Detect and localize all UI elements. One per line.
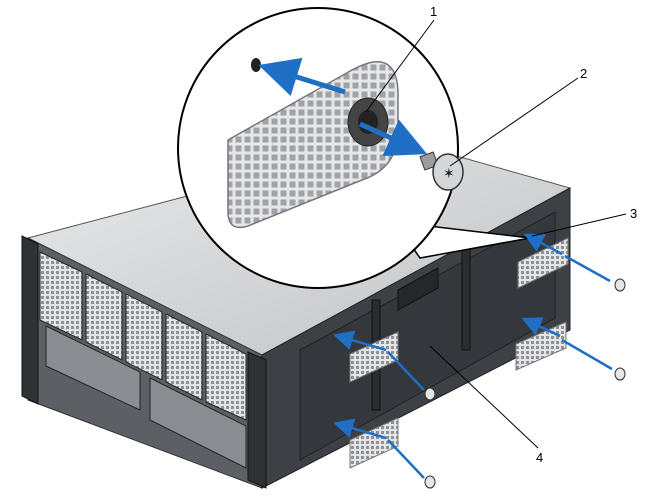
arrow-icon bbox=[358, 119, 428, 156]
arrow-icon bbox=[564, 254, 611, 283]
arrow-icon bbox=[561, 338, 613, 371]
callout-leaders bbox=[365, 19, 627, 449]
screw-icon: ✶ bbox=[419, 151, 464, 191]
chassis-handle bbox=[461, 247, 471, 351]
leader-line-4 bbox=[429, 345, 539, 449]
drive-bays bbox=[39, 251, 247, 469]
filter-assembly-lower bbox=[333, 417, 436, 489]
front-ear bbox=[21, 235, 39, 405]
detail-magnifier: ✶ bbox=[177, 7, 531, 289]
arrow-icon bbox=[387, 351, 425, 391]
svg-text:✶: ✶ bbox=[443, 166, 455, 182]
arrow-icon bbox=[387, 439, 425, 479]
arrow-icon bbox=[258, 57, 346, 97]
callout-1: 1 bbox=[430, 4, 437, 19]
callout-3: 3 bbox=[630, 206, 637, 221]
arrow-icon bbox=[333, 418, 387, 440]
callout-2: 2 bbox=[580, 66, 587, 81]
filter-assembly-upper-right bbox=[517, 233, 626, 292]
leader-line-2 bbox=[449, 77, 579, 167]
filter-assembly-middle bbox=[333, 330, 436, 401]
screw-icon bbox=[614, 278, 626, 292]
arrow-icon bbox=[521, 317, 561, 338]
front-ear bbox=[247, 351, 267, 489]
filter-icon bbox=[349, 331, 399, 383]
filter-assembly-right bbox=[515, 317, 626, 381]
screw-icon bbox=[614, 367, 626, 381]
leader-line-1 bbox=[365, 19, 435, 113]
label-plate bbox=[397, 267, 439, 311]
filter-icon bbox=[349, 417, 399, 469]
screw-icon bbox=[424, 475, 436, 489]
screw-head-icon bbox=[251, 58, 261, 72]
callout-4: 4 bbox=[536, 450, 543, 465]
leader-line-3 bbox=[531, 213, 627, 237]
arrow-icon bbox=[523, 233, 563, 256]
arrow-icon bbox=[333, 330, 387, 352]
screw-icon bbox=[424, 387, 436, 401]
